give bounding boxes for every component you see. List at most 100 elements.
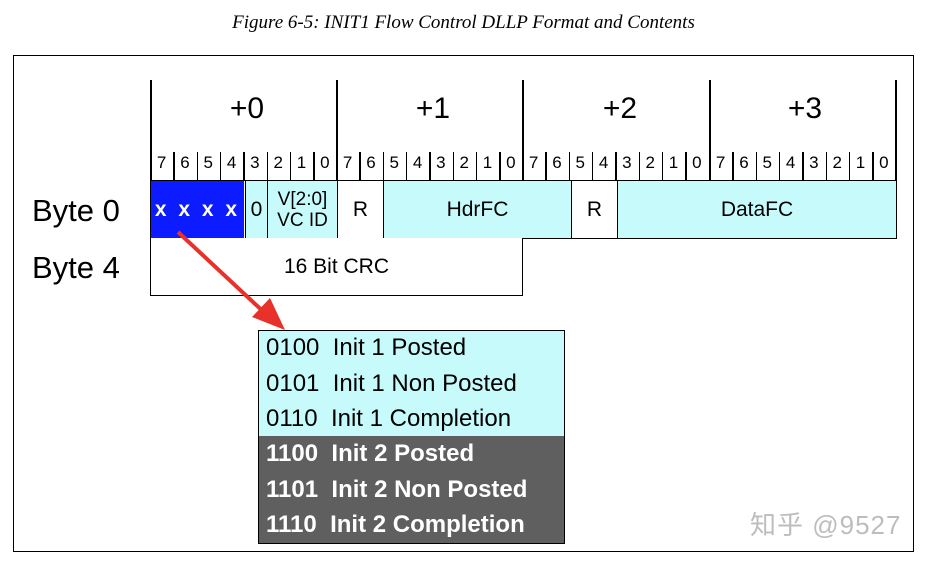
bit-label: 0 [506,153,516,172]
bit-label: 4 [412,153,423,172]
crc-field: 16 Bit CRC [150,238,523,296]
bit-label: 4 [785,153,796,172]
bit-label: 2 [645,153,655,172]
bit-label: 6 [739,153,749,172]
bit-tick [243,152,245,180]
bit-label: 2 [832,153,842,172]
bit-label: 7 [156,153,167,172]
vc-id-field: V[2:0] VC ID [267,181,337,238]
legend-label: Init 1 Completion [330,405,512,432]
bit-tick [499,152,501,180]
bit-label: 7 [715,153,726,172]
byte-divider [336,80,338,180]
legend-code: 1100 [266,440,319,467]
bit-label: 5 [203,153,214,172]
bit-tick [196,152,199,180]
legend-item: 0101 Init 1 Non Posted [266,370,517,398]
bit-label: 1 [668,153,679,172]
legend-init1-box [258,330,565,437]
bit-tick [732,152,734,180]
bit-label: 5 [389,153,400,172]
bit-tick [802,152,804,180]
bit-tick [685,152,687,180]
byte-offset-2: +2 [602,92,638,125]
watermark: 知乎 @9527 [750,510,902,540]
bit-tick [778,152,781,180]
bit-label: 2 [459,153,469,172]
bit-tick [452,152,455,180]
bit-label: 0 [879,153,889,172]
bit-tick [266,152,269,180]
legend-init2-box [258,436,565,544]
byte-divider [895,80,897,180]
legend-item: 1110 Init 2 Completion [266,511,525,539]
legend-code: 0101 [266,370,320,397]
bit-tick [615,152,617,180]
bit-label: 3 [622,153,632,172]
legend-label: Init 1 Posted [332,334,467,361]
bit-tick [591,152,594,180]
legend-item: 0100 Init 1 Posted [266,334,466,362]
bit-label: 4 [226,153,237,172]
legend-label: Init 2 Non Posted [331,476,528,503]
arrow-head [252,298,285,330]
zero-field: 0 [245,181,267,238]
bit-label: 6 [552,153,562,172]
bit-label: 1 [482,153,493,172]
bit-tick [545,152,547,180]
bit-label: 0 [692,153,702,172]
byte-divider [150,80,152,180]
vc-id-label: VC ID [277,209,328,231]
bit-label: 2 [273,153,283,172]
bit-label: 5 [762,153,773,172]
datafc-field: DataFC [617,181,896,238]
bit-tick [475,152,478,180]
bit-tick [359,152,361,180]
legend-label: Init 2 Completion [330,511,525,538]
legend-label: Init 2 Posted [331,440,475,467]
row-label-byte0: Byte 0 [32,193,120,228]
bit-tick [382,152,385,180]
figure-caption: Figure 6-5: INIT1 Flow Control DLLP Form… [232,12,695,33]
legend-code: 1110 [266,511,317,538]
bit-tick [755,152,758,180]
byte-offset-1: +1 [415,92,451,125]
bit-label: 4 [598,153,609,172]
legend-code: 0100 [266,334,320,361]
bit-tick [872,152,874,180]
legend-item: 0110 Init 1 Completion [266,405,511,433]
bit-tick [661,152,664,180]
byte-divider [522,80,524,180]
byte-divider [709,80,711,180]
bit-tick [848,152,851,180]
bit-label: 7 [528,153,539,172]
legend-code: 0110 [266,405,318,432]
reserved-field-1: R [337,181,383,238]
bit-label: 6 [366,153,376,172]
bit-tick [568,152,571,180]
bit-tick [173,152,175,180]
reserved-field-2: R [571,181,617,238]
bit-tick [638,152,641,180]
diagram-frame [13,55,914,552]
type-field: x x x x [151,181,244,238]
vc-id-bits: V[2:0] [277,188,328,210]
bit-tick [429,152,431,180]
hdrfc-field: HdrFC [383,181,571,238]
bit-tick [313,152,315,180]
bit-label: 5 [575,153,586,172]
byte-offset-3: +3 [787,92,823,125]
bit-label: 3 [436,153,446,172]
bit-label: 1 [296,153,307,172]
byte-offset-0: +0 [229,92,265,125]
byte0-row-border [150,180,897,239]
bit-tick [825,152,828,180]
arrow-shaft [176,230,270,318]
bit-tick [405,152,408,180]
bit-label: 0 [320,153,330,172]
legend-code: 1101 [266,476,319,503]
bit-label: 6 [180,153,190,172]
bit-label: 7 [342,153,353,172]
bit-tick [289,152,292,180]
